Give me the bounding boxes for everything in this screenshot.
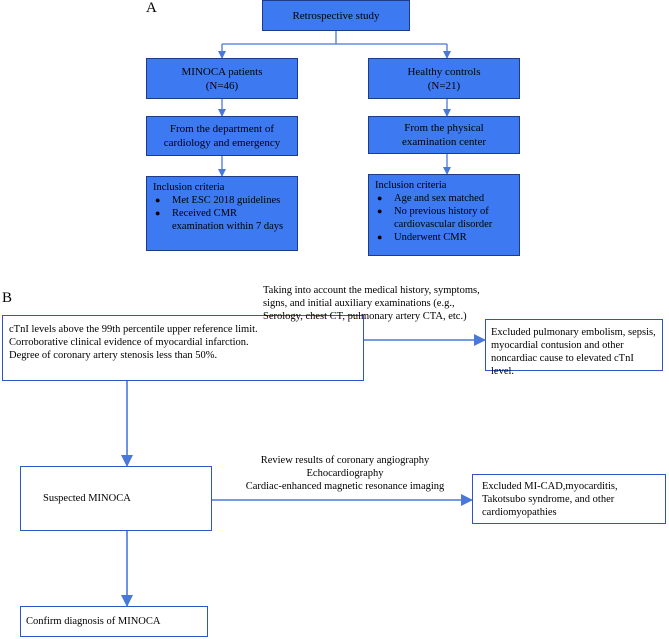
minoca-criteria-title: Inclusion criteria [153, 182, 225, 193]
arrow2-note-cmr: Cardiac-enhanced magnetic resonance imag… [245, 481, 445, 492]
arrow2-note-angiography: Review results of coronary angiography [260, 455, 430, 466]
controls-criteria-box: Inclusion criteria Age and sex matched N… [368, 174, 520, 256]
panel-a-label: A [146, 0, 157, 16]
controls-criteria-item: Age and sex matched [375, 192, 513, 205]
criteria-line-evidence: Corroborative clinical evidence of myoca… [9, 337, 249, 348]
criteria-line-stenosis: Degree of coronary artery stenosis less … [9, 350, 218, 361]
minoca-source-line2: cardiology and emergency [163, 137, 281, 149]
healthy-controls-box: Healthy controls (N=21) [368, 58, 520, 99]
healthy-controls-count: (N=21) [427, 79, 461, 92]
panel-b-label: B [2, 290, 13, 306]
exclusion-noncardiac-text: Excluded pulmonary embolism, sepsis, myo… [491, 327, 656, 377]
controls-source-line1: From the physical [404, 122, 484, 134]
controls-criteria-title: Inclusion criteria [375, 180, 447, 191]
healthy-controls-title: Healthy controls [407, 65, 481, 78]
suspected-minoca-box: Suspected MINOCA [20, 466, 212, 531]
arrow2-note-echo: Echocardiography [306, 468, 384, 479]
minoca-criteria-item: Received CMR examination within 7 days [153, 207, 291, 233]
exclusion-cardiac-box: Excluded MI-CAD,myocarditis, Takotsubo s… [472, 474, 666, 524]
minoca-source-box: From the department of cardiology and em… [146, 116, 298, 156]
confirm-diagnosis-text: Confirm diagnosis of MINOCA [26, 616, 161, 627]
minoca-patients-title: MINOCA patients [181, 65, 263, 78]
minoca-criteria-box: Inclusion criteria Met ESC 2018 guidelin… [146, 176, 298, 251]
minoca-patients-count: (N=46) [205, 79, 239, 92]
controls-criteria-list: Age and sex matched No previous history … [375, 192, 513, 244]
controls-criteria-item: No previous history of cardiovascular di… [375, 205, 513, 231]
arrow-split-line [222, 31, 447, 45]
confirm-diagnosis-box: Confirm diagnosis of MINOCA [20, 606, 208, 637]
criteria-line-ctni: cTnI levels above the 99th percentile up… [9, 324, 258, 335]
minoca-criteria-list: Met ESC 2018 guidelines Received CMR exa… [153, 194, 291, 233]
exclusion-cardiac-text: Excluded MI-CAD,myocarditis, Takotsubo s… [482, 481, 618, 518]
minoca-criteria-item: Met ESC 2018 guidelines [153, 194, 291, 207]
exclusion-noncardiac-box: Excluded pulmonary embolism, sepsis, myo… [485, 319, 663, 377]
arrow2-notes: Review results of coronary angiography E… [232, 454, 458, 493]
controls-criteria-item: Underwent CMR [375, 231, 513, 244]
controls-source-line2: examination center [402, 136, 486, 148]
minoca-patients-box: MINOCA patients (N=46) [146, 58, 298, 99]
retrospective-study-box: Retrospective study [262, 0, 410, 31]
controls-source-box: From the physical examination center [368, 116, 520, 154]
retrospective-study-text: Retrospective study [292, 9, 380, 22]
minoca-source-line1: From the department of [169, 123, 275, 135]
arrow1-note: Taking into account the medical history,… [263, 285, 480, 322]
criteria-box: cTnI levels above the 99th percentile up… [2, 315, 364, 381]
suspected-minoca-text: Suspected MINOCA [43, 493, 131, 504]
